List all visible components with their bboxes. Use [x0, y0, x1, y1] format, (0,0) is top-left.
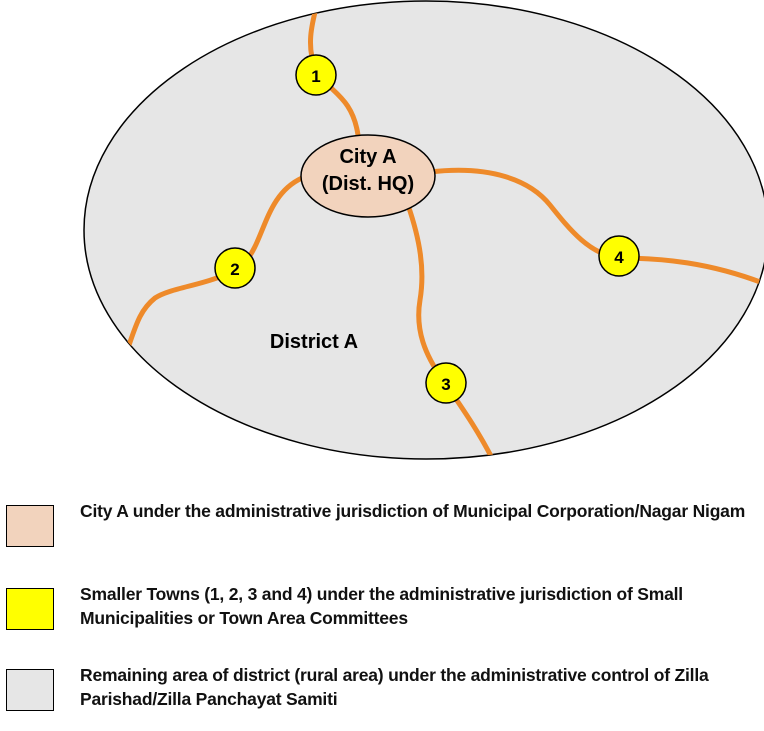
legend-swatch-towns [6, 588, 54, 630]
town-4-label: 4 [614, 248, 624, 267]
town-2-marker: 2 [214, 247, 256, 289]
road-to-town-3 [405, 202, 497, 459]
town-3-marker: 3 [425, 362, 467, 404]
town-1-marker: 1 [295, 54, 337, 96]
legend-swatch-rural [6, 669, 54, 711]
legend-item-rural: Remaining area of district (rural area) … [0, 665, 764, 731]
road-to-town-2 [125, 175, 305, 351]
legend-item-towns: Smaller Towns (1, 2, 3 and 4) under the … [0, 584, 764, 650]
city-a-name: City A [339, 146, 396, 168]
city-a-area [300, 134, 436, 218]
district-label: District A [270, 331, 358, 353]
town-2-label: 2 [230, 260, 239, 279]
road-to-town-4 [427, 167, 764, 288]
town-4-marker: 4 [598, 235, 640, 277]
legend-swatch-city [6, 505, 54, 547]
city-a-hq-label: (Dist. HQ) [322, 173, 414, 195]
town-1-label: 1 [311, 67, 320, 86]
district-boundary [83, 0, 764, 460]
legend-text-towns: Smaller Towns (1, 2, 3 and 4) under the … [80, 584, 683, 628]
legend-text-city: City A under the administrative jurisdic… [80, 501, 746, 521]
legend-text-rural: Remaining area of district (rural area) … [80, 665, 709, 709]
district-diagram: City A (Dist. HQ) District A 1 2 3 4 [83, 0, 764, 460]
town-3-label: 3 [441, 375, 450, 394]
legend-item-city: City A under the administrative jurisdic… [0, 501, 764, 567]
